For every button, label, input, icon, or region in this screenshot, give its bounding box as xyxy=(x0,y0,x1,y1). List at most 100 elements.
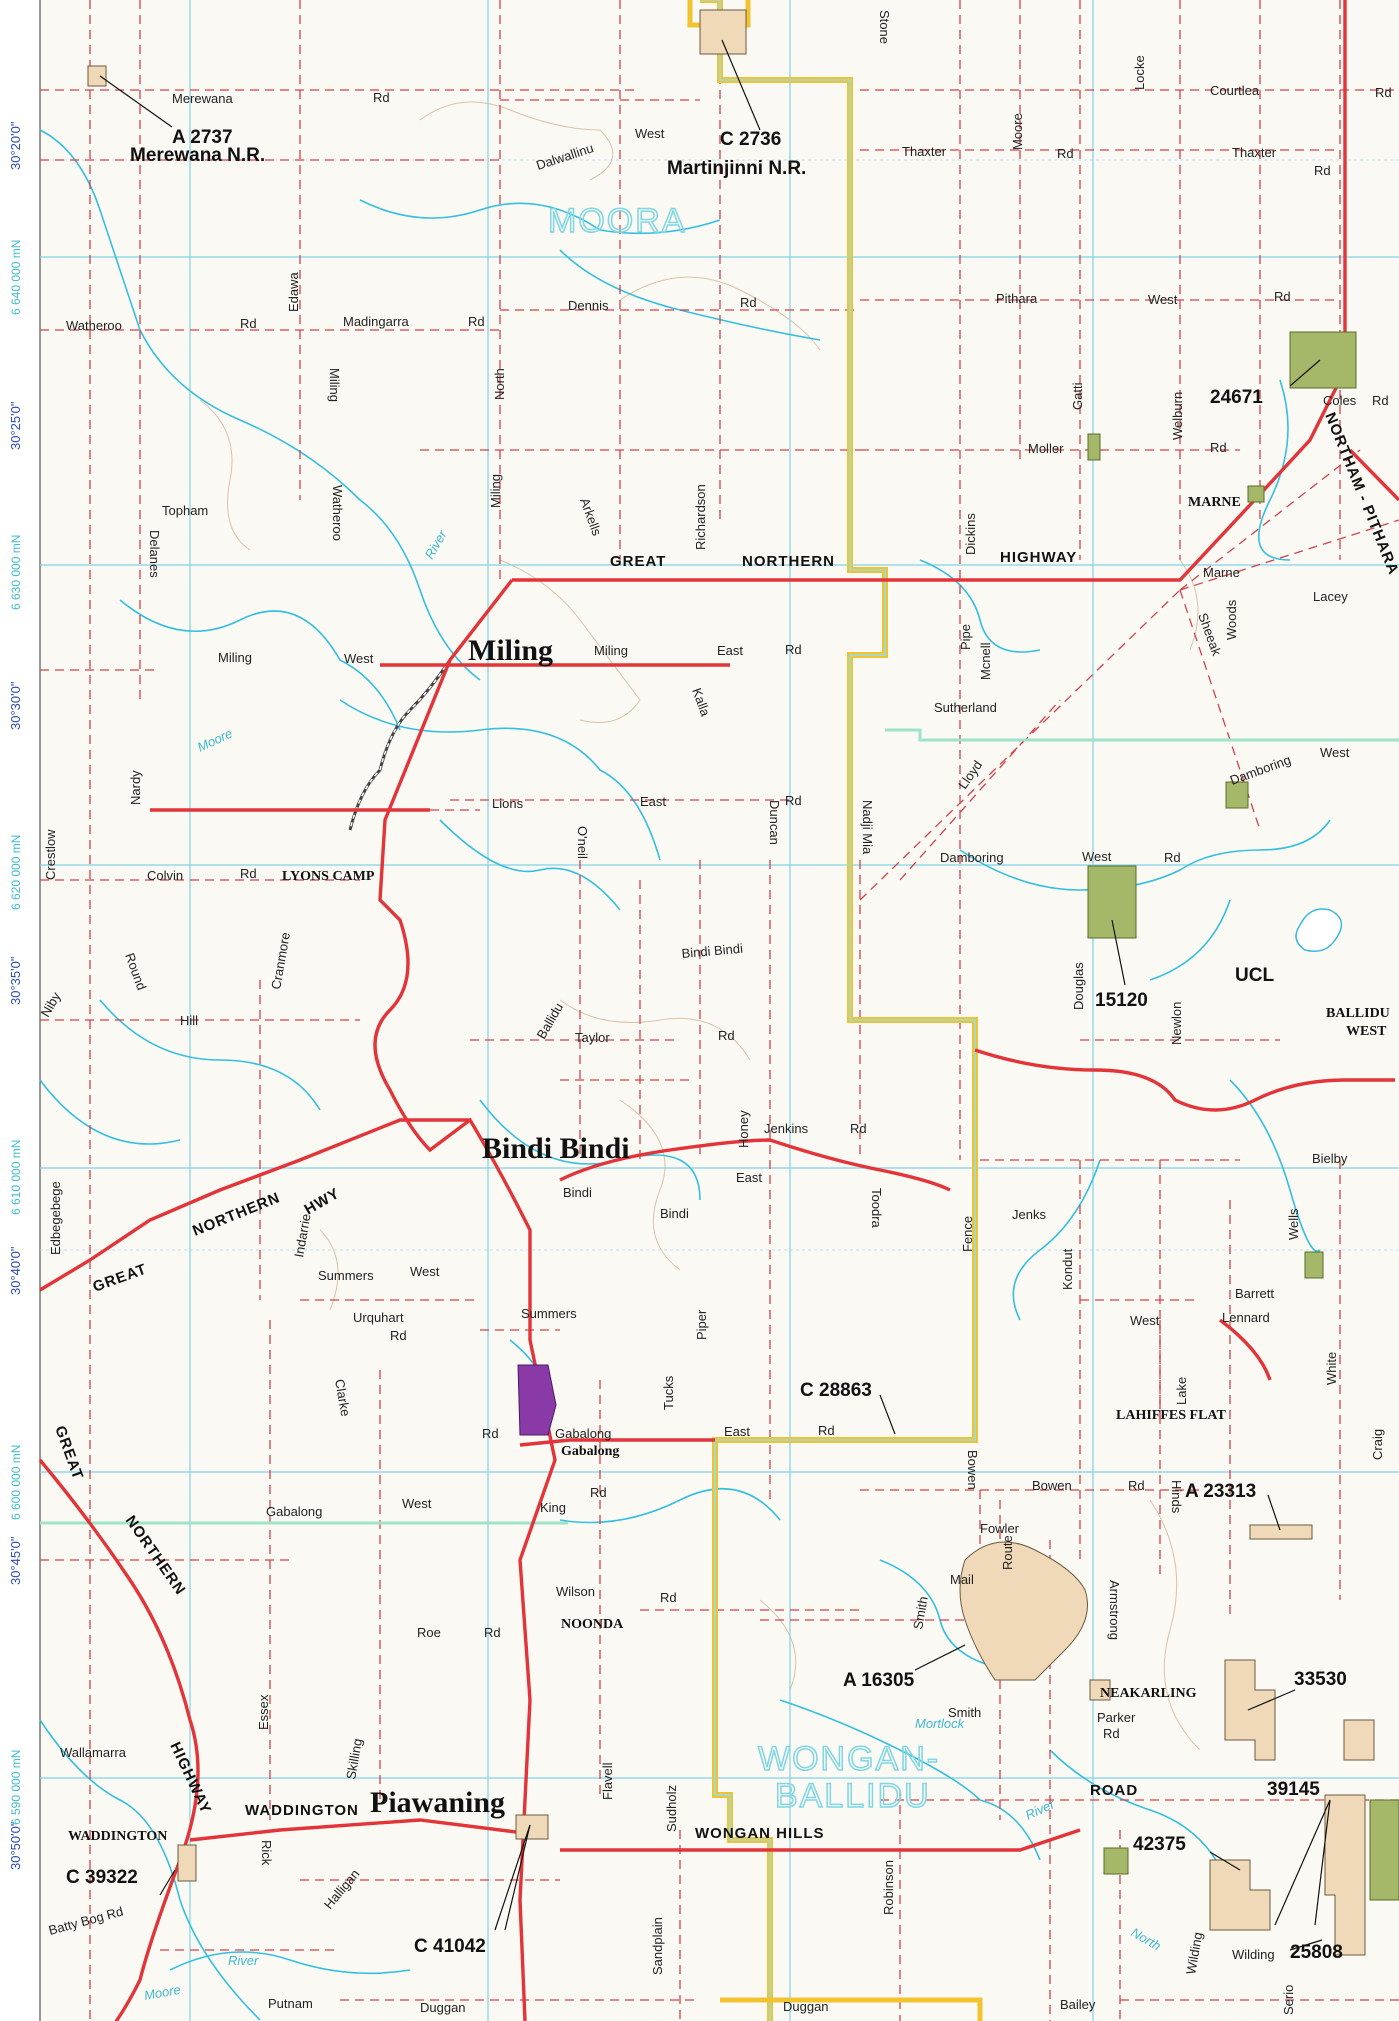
railway-ticks xyxy=(349,659,451,831)
road-label: Bindi xyxy=(563,1185,592,1200)
shire-label-wongan: WONGAN- xyxy=(758,1740,940,1778)
road-label: Piper xyxy=(694,1309,709,1340)
road-label: Pithara xyxy=(996,291,1038,306)
road-label: Moore xyxy=(1010,113,1025,150)
axis-labels: 30°20'0" 30°25'0" 30°30'0" 30°35'0" 30°4… xyxy=(8,121,23,1870)
reserve-label-15120: 15120 xyxy=(1095,990,1148,1011)
road-label: Rd xyxy=(818,1423,835,1438)
hwy-label-northern-1: NORTHERN xyxy=(742,553,835,570)
reserve-label-42375: 42375 xyxy=(1133,1834,1186,1855)
locality-lyons-camp: LYONS CAMP xyxy=(282,869,375,884)
road-label: Merewana xyxy=(172,91,233,106)
reserve-label-39145: 39145 xyxy=(1267,1779,1320,1800)
road-label: Damboring xyxy=(940,850,1004,865)
road-label: West xyxy=(410,1264,440,1279)
reserve-c41042 xyxy=(515,1814,549,1840)
road-label: East xyxy=(724,1424,750,1439)
road-label: Rd xyxy=(1314,163,1331,178)
road-label: West xyxy=(635,126,665,141)
road-label: Gabalong xyxy=(555,1426,611,1441)
road-label: Route xyxy=(1000,1535,1015,1570)
reserve-42375-tan xyxy=(1209,1859,1271,1931)
road-label: Rd xyxy=(1375,85,1392,100)
road-label: Rd xyxy=(390,1328,407,1343)
road-label: Jenkins xyxy=(764,1121,809,1136)
locality-neakarling: NEAKARLING xyxy=(1100,1686,1197,1701)
road-label: Rd xyxy=(240,866,257,881)
road-label: Marne xyxy=(1203,565,1240,580)
road-label: Kondut xyxy=(1060,1248,1075,1290)
reserve-label-c2736: C 2736 xyxy=(720,129,781,150)
road-label: Summers xyxy=(521,1306,577,1321)
reserve-label-25808: 25808 xyxy=(1290,1942,1343,1963)
road-label: Bielby xyxy=(1312,1151,1348,1166)
reserve-39145 xyxy=(1324,1794,1366,1956)
road-label: Duggan xyxy=(783,1999,829,2014)
road-label: Fowler xyxy=(980,1521,1020,1536)
road-label: Mail xyxy=(950,1572,974,1587)
reserves-tan xyxy=(87,9,1375,1956)
hwy-label-highway-1: HIGHWAY xyxy=(1000,549,1077,566)
road-label: East xyxy=(717,643,743,658)
road-label: Putnam xyxy=(268,1996,313,2011)
relief-contours xyxy=(199,101,1201,1751)
road-label: King xyxy=(540,1500,566,1515)
road-label: Craig xyxy=(1370,1429,1385,1460)
graticule-lines xyxy=(40,159,1399,1251)
road-label: Toodra xyxy=(869,1188,884,1229)
road-label: Sudholz xyxy=(664,1785,679,1832)
road-label: Wilding xyxy=(1232,1947,1275,1962)
road-label: Rd xyxy=(590,1485,607,1500)
reserve-label-merewana: Merewana N.R. xyxy=(130,145,265,166)
northing-label-1: 6 640 000 mN xyxy=(9,240,23,315)
road-label: Miling xyxy=(327,368,342,402)
locality-boundary xyxy=(40,728,1399,1525)
road-label: Bowen xyxy=(1032,1478,1072,1493)
road-label: Tucks xyxy=(661,1375,676,1410)
road-label: Dennis xyxy=(568,298,609,313)
road-label: White xyxy=(1324,1352,1339,1385)
lat-label-1: 30°20'0" xyxy=(8,121,23,170)
road-label: Roe xyxy=(417,1625,441,1640)
road-label: Armstrong xyxy=(1107,1580,1122,1640)
hwy-label-road: ROAD xyxy=(1090,1782,1138,1799)
road-label: Miling xyxy=(488,474,503,508)
reserve-label-33530: 33530 xyxy=(1294,1669,1347,1690)
reserve-damboring xyxy=(1225,781,1249,809)
reserve-33530 xyxy=(1224,1659,1276,1761)
road-label: North xyxy=(492,368,507,400)
major-roads xyxy=(38,0,1399,2021)
road-label: Thaxter xyxy=(902,144,947,159)
road-label: Bailey xyxy=(1060,1997,1096,2012)
road-label: Edbegebege xyxy=(48,1181,63,1255)
road-label: Rd xyxy=(1274,289,1291,304)
road-label: Bindi xyxy=(660,1206,689,1221)
road-label: Essex xyxy=(256,1694,271,1730)
reserve-label-martinjinni: Martinjinni N.R. xyxy=(667,158,806,179)
road-label: Rd xyxy=(240,316,257,331)
reserve-wells xyxy=(1304,1251,1324,1279)
road-label: Topham xyxy=(162,503,208,518)
road-label: Hill xyxy=(180,1013,198,1028)
locality-noonda: NOONDA xyxy=(561,1617,624,1632)
road-label: Jenks xyxy=(1012,1207,1046,1222)
road-label: Robinson xyxy=(881,1860,896,1915)
road-label: Delanes xyxy=(147,530,162,578)
locality-ballidu-west-1: BALLIDU xyxy=(1326,1006,1390,1021)
lake-ucl xyxy=(1295,908,1343,952)
road-label: Richardson xyxy=(693,484,708,550)
locality-waddington: WADDINGTON xyxy=(68,1829,167,1844)
road-label: Hinds xyxy=(1169,1480,1184,1514)
road-label: West xyxy=(1320,745,1350,760)
northing-label-4: 6 610 000 mN xyxy=(9,1140,23,1215)
road-label: Nardy xyxy=(128,770,143,805)
locality-ballidu-west-2: WEST xyxy=(1346,1024,1387,1039)
reserve-east-edge xyxy=(1369,1799,1399,1901)
road-label: West xyxy=(344,651,374,666)
road-label: Watheroo xyxy=(330,485,345,541)
reserve-a23313 xyxy=(1249,1524,1313,1540)
road-label: Colvin xyxy=(147,868,183,883)
road-label: O'neil xyxy=(575,826,590,859)
hwy-label-great-1: GREAT xyxy=(610,553,666,570)
